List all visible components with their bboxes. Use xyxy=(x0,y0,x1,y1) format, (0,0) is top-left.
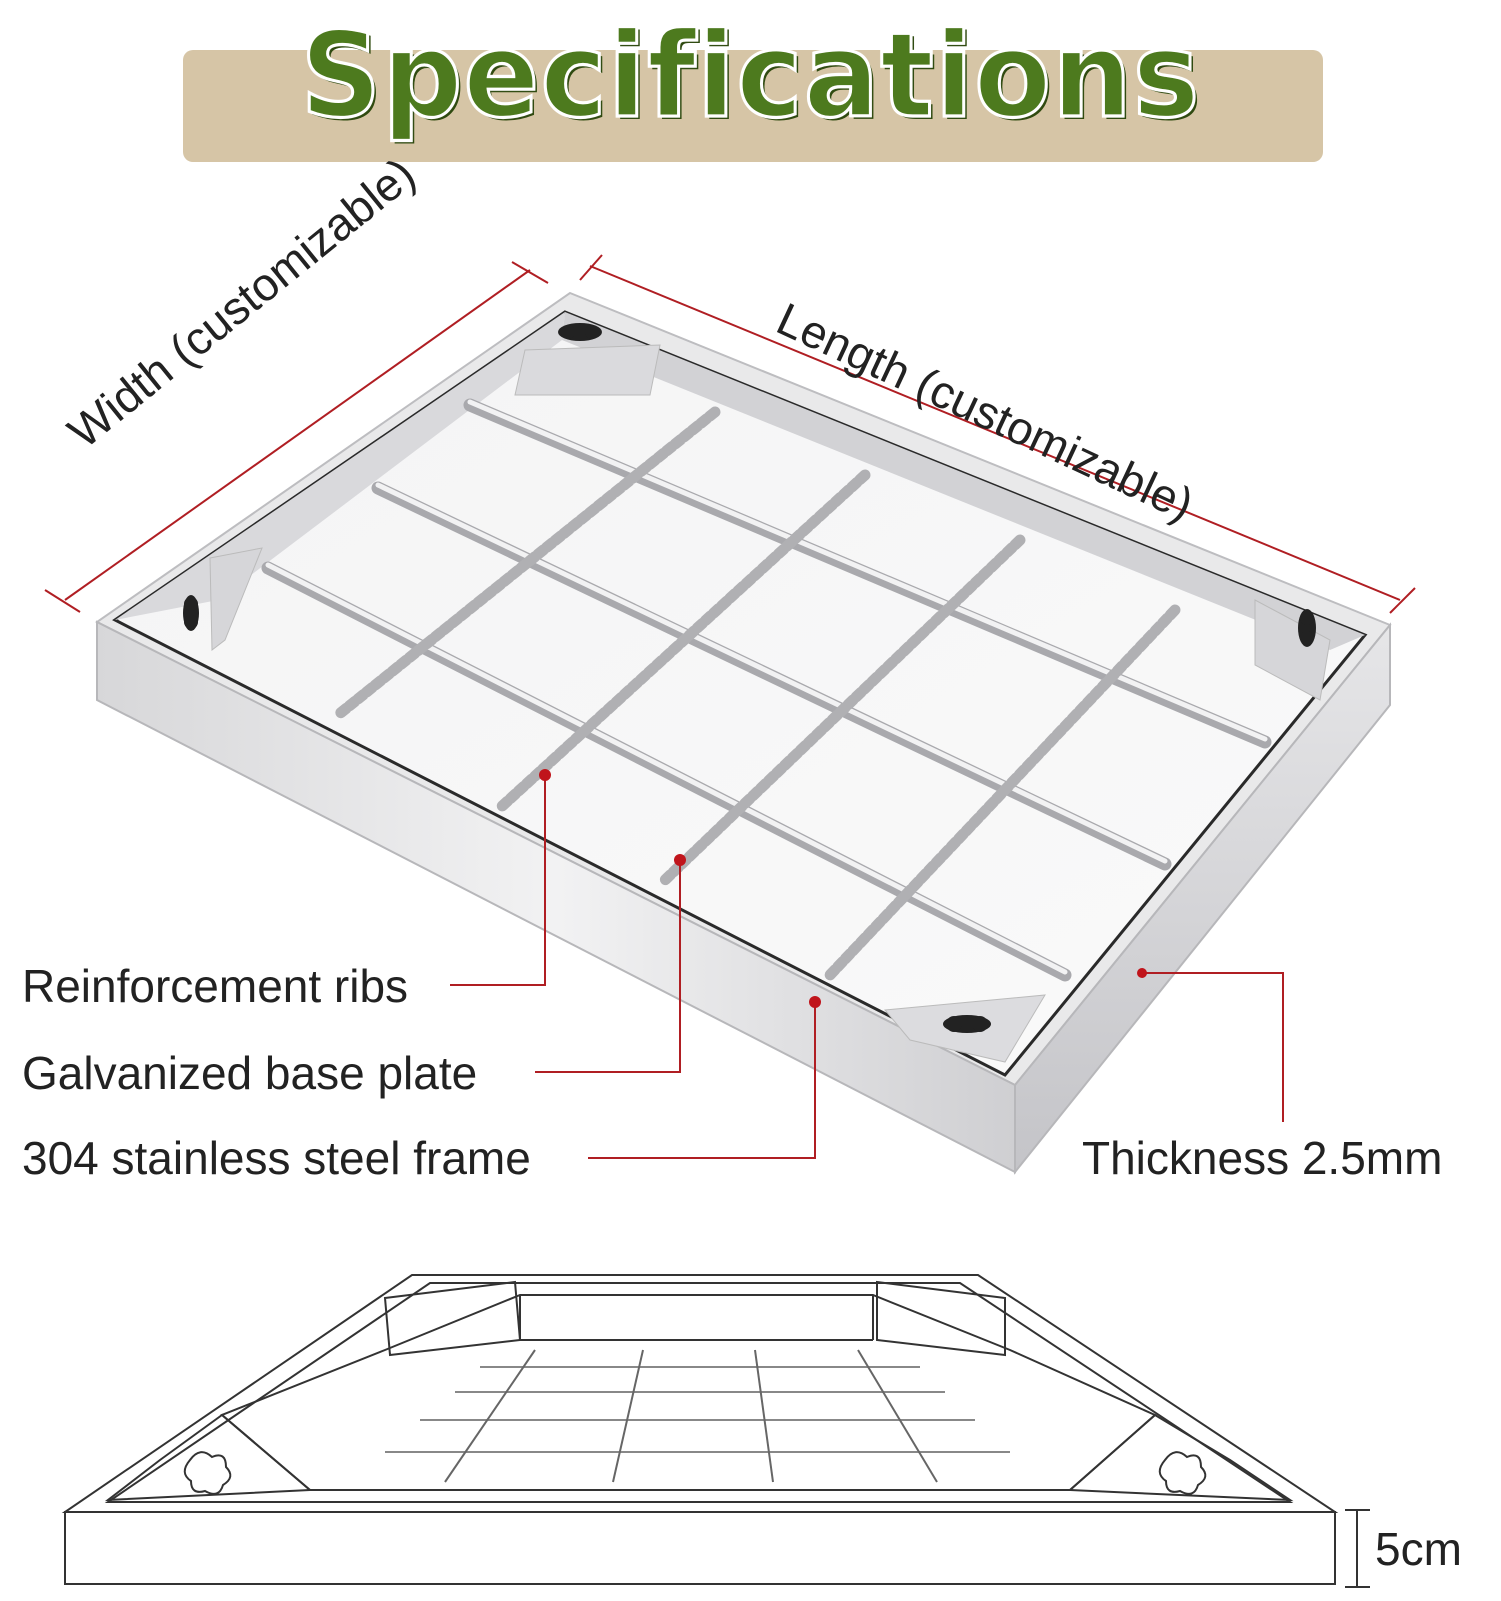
thickness-leader xyxy=(1142,972,1284,1122)
frame-marker xyxy=(809,996,821,1008)
tray-3d xyxy=(95,291,1392,1175)
thickness-marker xyxy=(1137,968,1147,978)
ribs-marker xyxy=(539,769,551,781)
depth-label: 5cm xyxy=(1375,1523,1462,1575)
width-dimension-line xyxy=(44,261,549,613)
base-plate-label: Galvanized base plate xyxy=(22,1047,478,1099)
thickness-label: Thickness 2.5mm xyxy=(1082,1132,1443,1184)
frame-label: 304 stainless steel frame xyxy=(22,1132,531,1184)
ribs-leader xyxy=(450,775,546,986)
tray-line-drawing xyxy=(61,1274,1370,1588)
length-dimension-line xyxy=(579,254,1416,614)
ribs-label: Reinforcement ribs xyxy=(22,960,409,1012)
title-banner xyxy=(183,50,1323,162)
base-plate-leader xyxy=(535,860,681,1073)
base-plate-marker xyxy=(674,854,686,866)
frame-leader xyxy=(588,1002,816,1159)
page-title: Specifications xyxy=(299,6,1201,146)
